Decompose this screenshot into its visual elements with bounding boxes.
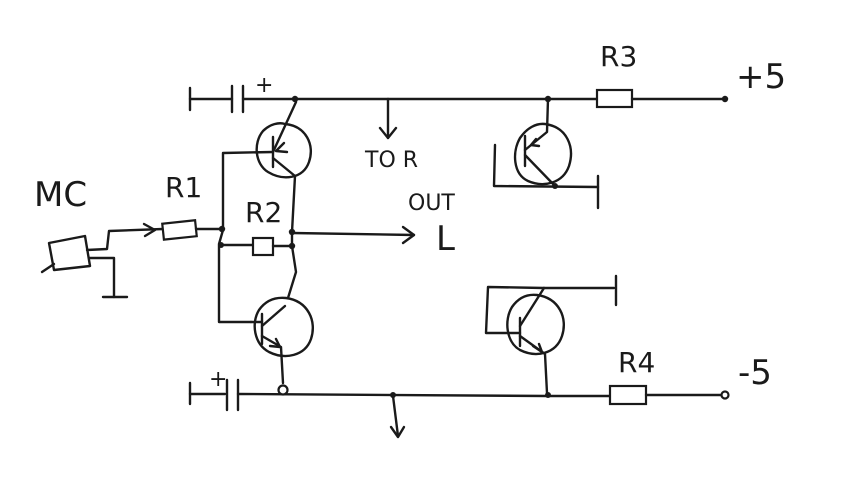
r4-resistor — [608, 384, 648, 406]
mic-ground-wire — [88, 256, 116, 299]
q3-top-node — [544, 95, 552, 103]
mic-icon — [40, 234, 92, 274]
mic-label: MC — [34, 175, 87, 215]
q2-transistor — [249, 296, 314, 385]
top-capacitor-plus-label: + — [255, 73, 273, 98]
q3-transistor — [492, 97, 600, 210]
r3-resistor — [595, 88, 634, 109]
r4-label: R4 — [618, 346, 655, 379]
plus5-terminal — [721, 95, 729, 103]
bottom-tap-wire — [391, 394, 400, 438]
top-capacitor — [188, 84, 245, 114]
q2-emitter-node — [277, 384, 289, 396]
bottom-rail-wire — [236, 392, 612, 398]
left-bus-wire — [217, 228, 253, 324]
q1-collector-wire — [290, 174, 297, 234]
out-arrow — [401, 225, 416, 245]
bottom-capacitor — [188, 378, 240, 412]
q1-transistor — [255, 100, 312, 179]
q3-emitter-node — [552, 183, 558, 189]
q1-emitter-node — [291, 95, 299, 103]
left-channel-label: L — [436, 219, 455, 259]
minus5-label: -5 — [738, 353, 772, 393]
r3-label: R3 — [600, 40, 637, 73]
mic-signal-wire — [85, 227, 165, 252]
q4-transistor — [484, 274, 618, 395]
minus5-terminal — [720, 390, 730, 400]
out-label: OUT — [408, 191, 455, 216]
r2-label: R2 — [245, 196, 282, 229]
r1-input-arrow — [142, 222, 157, 238]
to-r-label: TO R — [364, 148, 418, 173]
bottom-tap-arrow — [389, 425, 406, 439]
q4-emitter-node — [545, 392, 551, 398]
middle-node-wire — [286, 230, 298, 300]
bottom-capacitor-plus-label: + — [209, 367, 227, 392]
r1-resistor — [161, 219, 198, 241]
q1-base-wire — [221, 150, 275, 232]
r1-label: R1 — [165, 171, 202, 204]
plus5-label: +5 — [736, 57, 786, 97]
r2-resistor — [251, 236, 275, 257]
to-r-arrow — [378, 126, 398, 140]
out-wire — [290, 231, 416, 237]
